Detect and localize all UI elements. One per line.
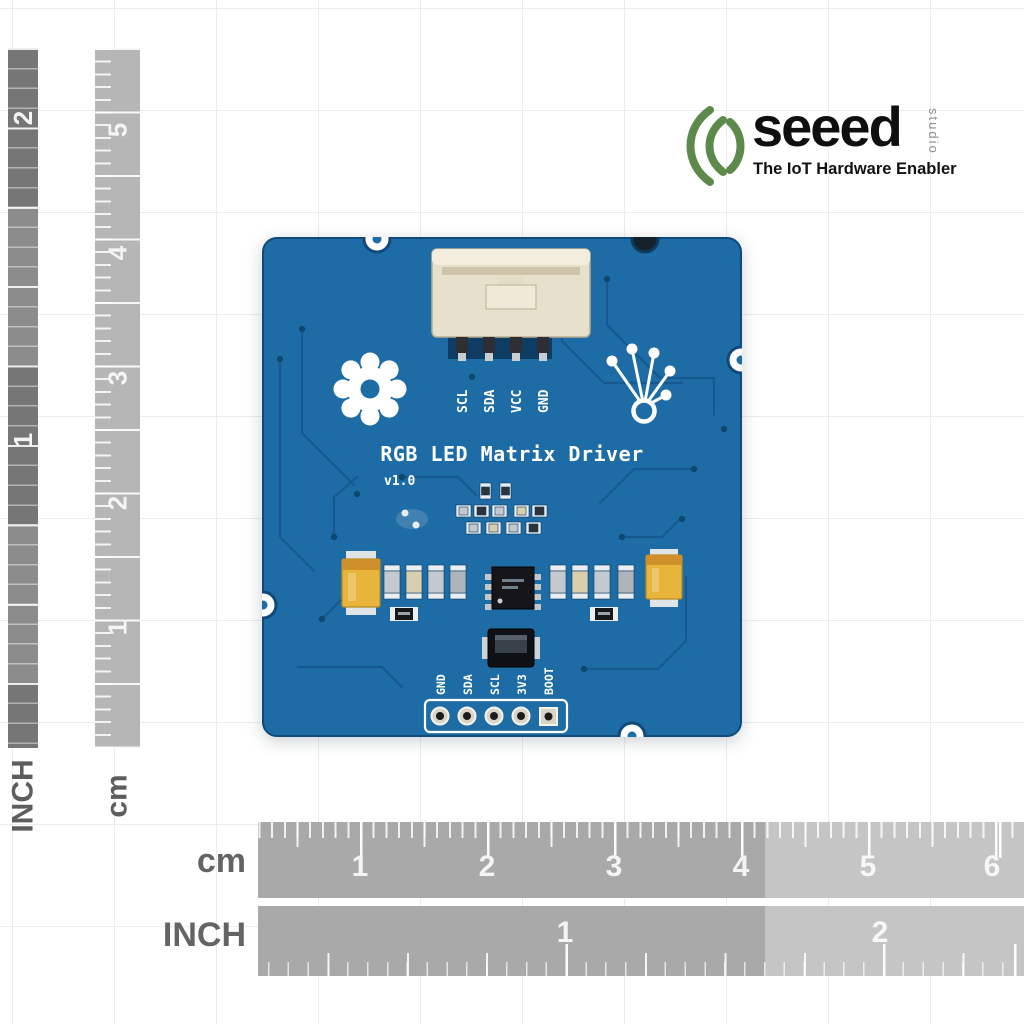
left-cm-ruler-label: cm: [100, 773, 134, 818]
pin-label-gnd: GND: [537, 389, 552, 413]
ruler-number: 1: [351, 850, 369, 883]
ruler-number: 4: [102, 245, 133, 261]
cm-ruler-cm-ticks: [95, 48, 140, 748]
ruler-number: 2: [871, 916, 889, 949]
smd-resistors: [390, 607, 618, 621]
brand-sub: studio: [926, 108, 941, 155]
pin-label-sda: SDA: [483, 389, 498, 413]
bottom-inch-ruler: 1 2: [258, 906, 1024, 976]
smd-passives-left: [383, 564, 467, 600]
seeed-logo: seeed studio The IoT Hardware Enabler: [660, 98, 980, 198]
connector-pin-labels: SCL SDA VCC GND: [456, 389, 552, 413]
ruler-number: 2: [478, 850, 496, 883]
driver-ic: [485, 566, 541, 610]
bottom-cm-ruler-label: cm: [196, 842, 246, 880]
left-inch-ruler-label: INCH: [6, 758, 40, 833]
ruler-number: 4: [732, 850, 750, 883]
brand-name: seeed: [752, 95, 903, 158]
board-title: RGB LED Matrix Driver: [380, 442, 643, 466]
ruler-number: 3: [102, 370, 133, 386]
ruler-number: 2: [8, 110, 38, 126]
grove-connector: [431, 248, 591, 361]
smd-passives-right: [549, 564, 635, 600]
header-label-scl: SCL: [488, 674, 502, 695]
ruler-number: 5: [859, 850, 877, 883]
ruler-number: 6: [983, 850, 1001, 883]
cm-band-light-section: [765, 822, 1024, 898]
flux-residue: [396, 509, 428, 529]
header-label-3v3: 3V3: [515, 674, 529, 695]
tantalum-capacitor-left: [341, 551, 381, 615]
pcb-board: SCL SDA VCC GND: [262, 237, 742, 737]
ruler-number: 1: [556, 916, 574, 949]
header-pin-labels: GND SDA SCL 3V3 BOOT: [434, 667, 556, 695]
header-label-sda: SDA: [461, 674, 475, 695]
grove-gear-icon: [333, 352, 407, 426]
bottom-cm-ruler: 1 2 3 4 5 6: [258, 822, 1024, 898]
ruler-number: 2: [102, 495, 133, 511]
smd-cluster-upper: [455, 482, 548, 535]
mounting-notches: [262, 237, 742, 737]
pin-label-vcc: VCC: [510, 390, 525, 413]
tantalum-capacitor-right: [645, 549, 683, 607]
inch-band-inch-ticks: [258, 944, 1024, 976]
brand-tagline: The IoT Hardware Enabler: [753, 160, 957, 178]
inch-band-light-section: [765, 906, 1024, 976]
sensor-network-icon: [606, 343, 676, 424]
left-cm-ruler: 5 4 3 2 1: [95, 48, 140, 748]
header-label-gnd: GND: [434, 674, 448, 695]
power-component: [482, 628, 540, 668]
ruler-number: 1: [102, 620, 133, 636]
pin-label-scl: SCL: [456, 389, 471, 413]
seeed-leaf-icon: [686, 106, 745, 186]
ruler-number: 5: [102, 122, 133, 138]
breakout-header: GND SDA SCL 3V3 BOOT: [423, 667, 569, 734]
header-label-boot: BOOT: [542, 667, 556, 695]
cm-band-cm-ticks: [258, 822, 1024, 858]
ruler-number: 3: [605, 850, 623, 883]
board-version: v1.0: [384, 474, 415, 489]
inch-ruler-major-ticks: [8, 48, 38, 748]
connector-pins: [456, 337, 549, 361]
ruler-number: 1: [8, 432, 38, 448]
header-pads: [430, 706, 558, 726]
bottom-inch-ruler-label: INCH: [162, 916, 246, 954]
solder-dots: [401, 509, 420, 529]
left-inch-ruler: 2 1: [8, 48, 38, 748]
